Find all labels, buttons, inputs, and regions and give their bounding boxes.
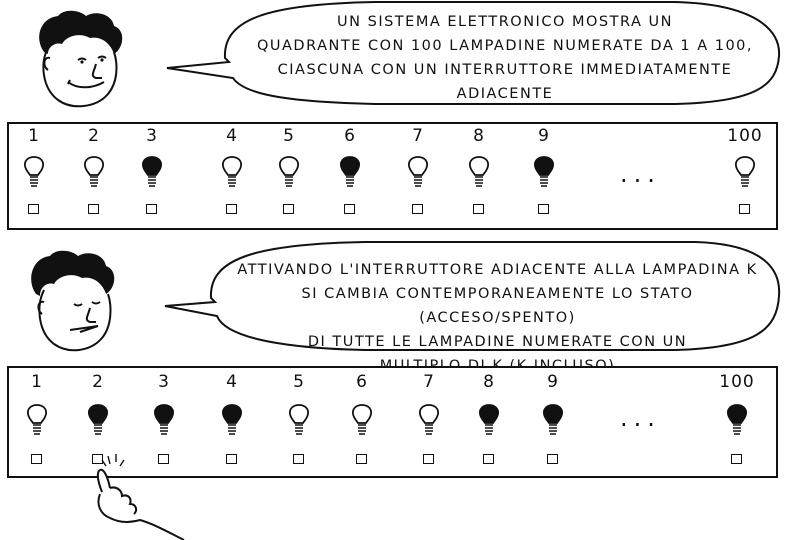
speech-1-line-1: Un sistema elettronico mostra un <box>337 14 673 30</box>
bulb-row-1: 1 2 3 4 5 6 7 8 9 100 <box>7 122 774 226</box>
bulb-panel-2 <box>7 366 778 478</box>
unlit-bulb-icon <box>459 146 499 192</box>
unlit-bulb-icon <box>17 394 57 440</box>
bulb-cell: 3 <box>144 366 184 474</box>
bulb-switch[interactable] <box>283 204 294 214</box>
unlit-bulb-icon <box>409 394 449 440</box>
bulb-switch[interactable] <box>356 454 367 464</box>
bulb-switch[interactable] <box>226 454 237 464</box>
bulb-switch[interactable] <box>31 454 42 464</box>
bulb-cell: 7 <box>398 122 438 226</box>
bulb-number: 1 <box>28 126 40 146</box>
bulb-switch[interactable] <box>483 454 494 464</box>
man-face-smiling <box>39 10 123 108</box>
bulb-switch[interactable] <box>92 454 103 464</box>
lit-bulb-icon <box>717 394 757 440</box>
bulb-number: 4 <box>226 126 238 146</box>
bulb-number: 8 <box>473 126 485 146</box>
unlit-bulb-icon <box>74 146 114 192</box>
bulb-switch[interactable] <box>731 454 742 464</box>
bulb-cell: 5 <box>269 122 309 226</box>
bulb-panel-1 <box>7 122 778 230</box>
bulb-switch[interactable] <box>146 204 157 214</box>
unlit-bulb-icon <box>212 146 252 192</box>
bulb-switch[interactable] <box>88 204 99 214</box>
bulb-number: 7 <box>423 372 435 392</box>
bulb-cell: 4 <box>212 122 252 226</box>
lit-bulb-icon <box>533 394 573 440</box>
unlit-bulb-icon <box>279 394 319 440</box>
bulb-cell: 100 <box>717 366 757 474</box>
speech-1-line-2: quadrante con 100 lampadine numerate da … <box>256 38 754 54</box>
lit-bulb-icon <box>78 394 118 440</box>
unlit-bulb-icon <box>14 146 54 192</box>
speech-bubble-2-text: Attivando l'interruttore adiacente alla … <box>225 258 770 378</box>
lit-bulb-icon <box>330 146 370 192</box>
bulb-switch[interactable] <box>412 204 423 214</box>
unlit-bulb-icon <box>342 394 382 440</box>
speech-bubble-1-text: Un sistema elettronico mostra un quadran… <box>240 10 770 106</box>
bulb-cell: 2 <box>74 122 114 226</box>
speech-2-line-2: si cambia contemporaneamente lo stato (a… <box>301 286 694 326</box>
lit-bulb-icon <box>212 394 252 440</box>
bulb-cell: 8 <box>459 122 499 226</box>
lit-bulb-icon <box>144 394 184 440</box>
bulb-number: 6 <box>344 126 356 146</box>
bulb-switch[interactable] <box>344 204 355 214</box>
bulb-number: 4 <box>226 372 238 392</box>
bulb-switch[interactable] <box>158 454 169 464</box>
bulb-cell: 9 <box>524 122 564 226</box>
bulb-number: 100 <box>719 372 755 392</box>
bulb-number: 3 <box>158 372 170 392</box>
unlit-bulb-icon <box>398 146 438 192</box>
bulb-cell: 1 <box>17 366 57 474</box>
bulb-number: 5 <box>283 126 295 146</box>
bulb-number: 6 <box>356 372 368 392</box>
bulb-switch[interactable] <box>538 204 549 214</box>
bulb-cell: 5 <box>279 366 319 474</box>
bulb-number: 3 <box>146 126 158 146</box>
bulb-switch[interactable] <box>28 204 39 214</box>
bulb-switch[interactable] <box>473 204 484 214</box>
bulb-switch[interactable] <box>423 454 434 464</box>
bulb-switch[interactable] <box>293 454 304 464</box>
speech-bubble-2 <box>164 241 781 351</box>
bulb-cell: 1 <box>14 122 54 226</box>
bulb-number: 1 <box>31 372 43 392</box>
bulb-switch[interactable] <box>739 204 750 214</box>
lit-bulb-icon <box>469 394 509 440</box>
lit-bulb-icon <box>132 146 172 192</box>
bulb-cell: 6 <box>330 122 370 226</box>
ellipsis-1: ... <box>620 160 661 188</box>
bulb-cell: 9 <box>533 366 573 474</box>
bulb-number: 9 <box>538 126 550 146</box>
bulb-cell: 6 <box>342 366 382 474</box>
bulb-switch[interactable] <box>547 454 558 464</box>
unlit-bulb-icon <box>725 146 765 192</box>
bulb-number: 7 <box>412 126 424 146</box>
bulb-cell: 2 <box>78 366 118 474</box>
lit-bulb-icon <box>524 146 564 192</box>
man-face-explaining <box>31 250 115 352</box>
bulb-cell: 7 <box>409 366 449 474</box>
bulb-cell: 100 <box>725 122 765 226</box>
bulb-number: 9 <box>547 372 559 392</box>
speech-2-line-3: di tutte le lampadine numerate con un <box>307 334 688 350</box>
bulb-number: 100 <box>727 126 763 146</box>
bulb-cell: 8 <box>469 366 509 474</box>
speech-2-line-1: Attivando l'interruttore adiacente alla … <box>237 262 758 278</box>
bulb-number: 2 <box>88 126 100 146</box>
bulb-number: 8 <box>483 372 495 392</box>
bulb-row-2: 1 2 3 4 5 6 7 8 9 100 <box>7 366 774 474</box>
bulb-switch[interactable] <box>226 204 237 214</box>
speech-bubble-1 <box>166 0 781 105</box>
unlit-bulb-icon <box>269 146 309 192</box>
ellipsis-2: ... <box>620 404 661 432</box>
pointing-hand-icon <box>96 454 185 540</box>
bulb-cell: 3 <box>132 122 172 226</box>
speech-1-line-3: ciascuna con un interruttore immediatame… <box>277 62 733 102</box>
bulb-cell: 4 <box>212 366 252 474</box>
bulb-number: 2 <box>92 372 104 392</box>
bulb-number: 5 <box>293 372 305 392</box>
